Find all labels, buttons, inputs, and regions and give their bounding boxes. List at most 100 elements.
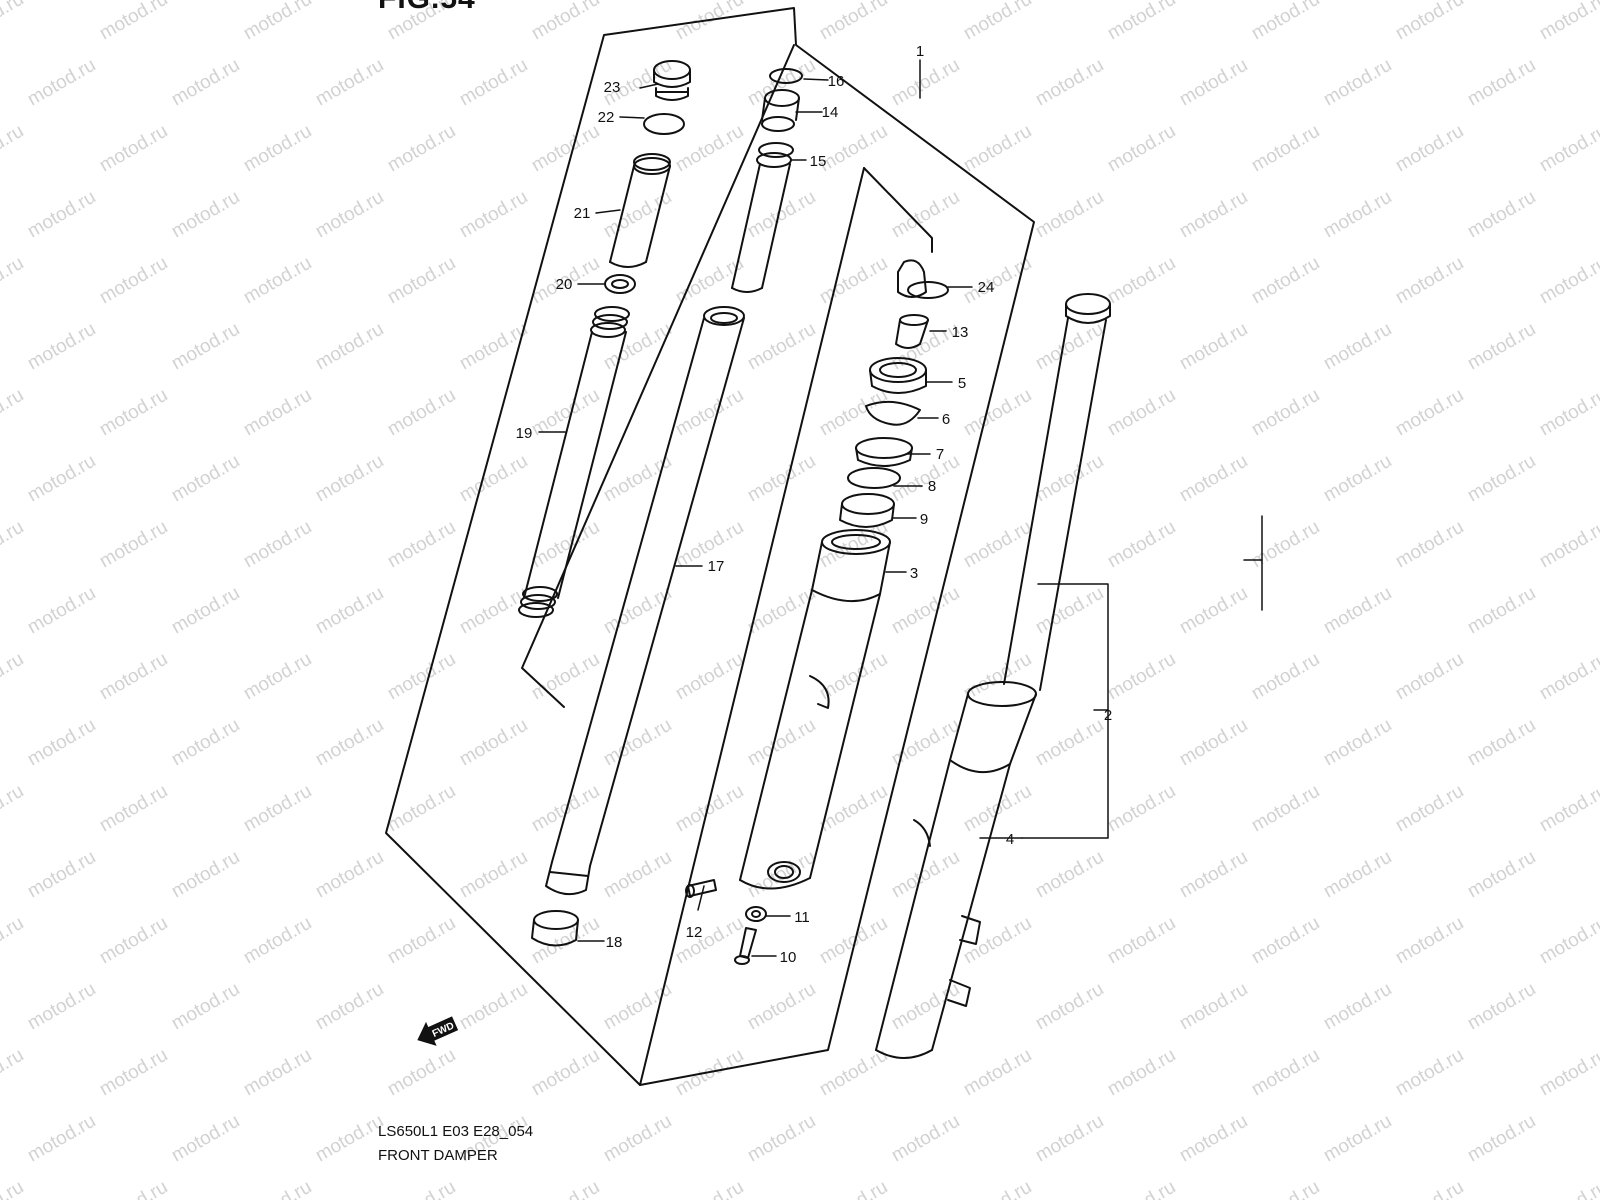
watermark-text: motod.ru [96,913,171,969]
spacer-pipe-part [609,153,671,268]
watermark-text: motod.ru [1464,55,1539,111]
watermark-text: motod.ru [456,715,531,771]
fwd-label: FWD [431,1020,456,1039]
damper-rod-part [731,89,800,293]
watermark-text: motod.ru [1104,517,1179,573]
watermark-text: motod.ru [1176,451,1251,507]
callout-23: 23 [604,79,621,96]
watermark-text: motod.ru [1248,385,1323,441]
watermark-text: motod.ru [1176,715,1251,771]
gasket-part [745,906,767,922]
watermark-text: motod.ru [672,781,747,837]
callout-15: 15 [810,153,827,170]
watermark-text: motod.ru [384,385,459,441]
watermark-text: motod.ru [24,319,99,375]
callout-18: 18 [606,934,623,951]
callout-2: 2 [1104,707,1112,724]
watermark-text: motod.ru [816,253,891,309]
watermark-text: motod.ru [1320,583,1395,639]
watermark-text: motod.ru [240,1177,315,1200]
watermark-text: motod.ru [1032,187,1107,243]
watermark-text: motod.ru [600,1111,675,1167]
watermark-text: motod.ru [96,121,171,177]
watermark-text: motod.ru [1248,0,1323,44]
watermark-text: motod.ru [528,0,603,44]
watermark-text: motod.ru [168,583,243,639]
oil-seal-part [869,357,927,394]
watermark-text: motod.ru [96,1045,171,1101]
watermark-text: motod.ru [168,55,243,111]
watermark-text: motod.ru [1392,253,1467,309]
watermark-text: motod.ru [168,451,243,507]
watermark-text: motod.ru [168,715,243,771]
watermark-text: motod.ru [1320,451,1395,507]
watermark-text: motod.ru [1536,781,1600,837]
watermark-text: motod.ru [1176,1111,1251,1167]
callout-10: 10 [780,949,797,966]
watermark-text: motod.ru [1176,187,1251,243]
watermark-text: motod.ru [528,781,603,837]
watermark-text: motod.ru [1104,253,1179,309]
watermark-text: motod.ru [1104,913,1179,969]
cylinder-group-outline [863,167,933,253]
watermark-text: motod.ru [1248,649,1323,705]
snap-ring-part [769,68,803,84]
watermark-text: motod.ru [240,253,315,309]
watermark-text: motod.ru [312,979,387,1035]
watermark-text: motod.ru [960,0,1035,44]
watermark-text: motod.ru [888,583,963,639]
watermark-text: motod.ru [456,979,531,1035]
cylinder-group-edge [639,167,865,1086]
watermark-text: motod.ru [600,847,675,903]
watermark-text: motod.ru [240,517,315,573]
watermark-text: motod.ru [600,319,675,375]
watermark-text: motod.ru [1536,253,1600,309]
watermark-text: motod.ru [816,121,891,177]
watermark-text: motod.ru [0,121,27,177]
callout-5: 5 [958,375,966,392]
assembly-group-outline [385,7,1035,1086]
watermark-text: motod.ru [168,979,243,1035]
watermark-text: motod.ru [1464,451,1539,507]
watermark-text: motod.ru [240,121,315,177]
watermark-text: motod.ru [1392,0,1467,44]
watermark-text: motod.ru [1464,187,1539,243]
watermark-text: motod.ru [1392,1177,1467,1200]
watermark-text: motod.ru [312,319,387,375]
watermark-text: motod.ru [0,253,27,309]
watermark-text: motod.ru [1320,187,1395,243]
watermark-text: motod.ru [1464,847,1539,903]
callout-8: 8 [928,478,936,495]
watermark-text: motod.ru [456,55,531,111]
watermark-text: motod.ru [1320,715,1395,771]
watermark-text: motod.ru [456,187,531,243]
watermark-text: motod.ru [1536,517,1600,573]
watermark-text: motod.ru [672,0,747,44]
watermark-text: motod.ru [1464,715,1539,771]
retainer-part [855,437,913,467]
callout-4: 4 [1006,831,1014,848]
watermark-text: motod.ru [312,583,387,639]
watermark-text: motod.ru [1464,583,1539,639]
watermark-text: motod.ru [672,121,747,177]
watermark-text: motod.ru [0,385,27,441]
watermark-text: motod.ru [168,1111,243,1167]
callout-14: 14 [822,104,839,121]
watermark-text: motod.ru [1104,649,1179,705]
watermark-text: motod.ru [96,517,171,573]
watermark-text: motod.ru [24,847,99,903]
watermark-text: motod.ru [240,781,315,837]
watermark-text: motod.ru [384,913,459,969]
watermark-text: motod.ru [312,847,387,903]
watermark-text: motod.ru [456,451,531,507]
guide-bushing-part [531,910,579,947]
watermark-text: motod.ru [0,517,27,573]
watermark-text: motod.ru [1536,121,1600,177]
watermark-text: motod.ru [1032,979,1107,1035]
watermark-text: motod.ru [744,451,819,507]
watermark-text: motod.ru [744,319,819,375]
watermark-text: motod.ru [1248,121,1323,177]
watermark-text: motod.ru [888,1111,963,1167]
bolt-part [734,927,757,965]
watermark-text: motod.ru [1248,517,1323,573]
